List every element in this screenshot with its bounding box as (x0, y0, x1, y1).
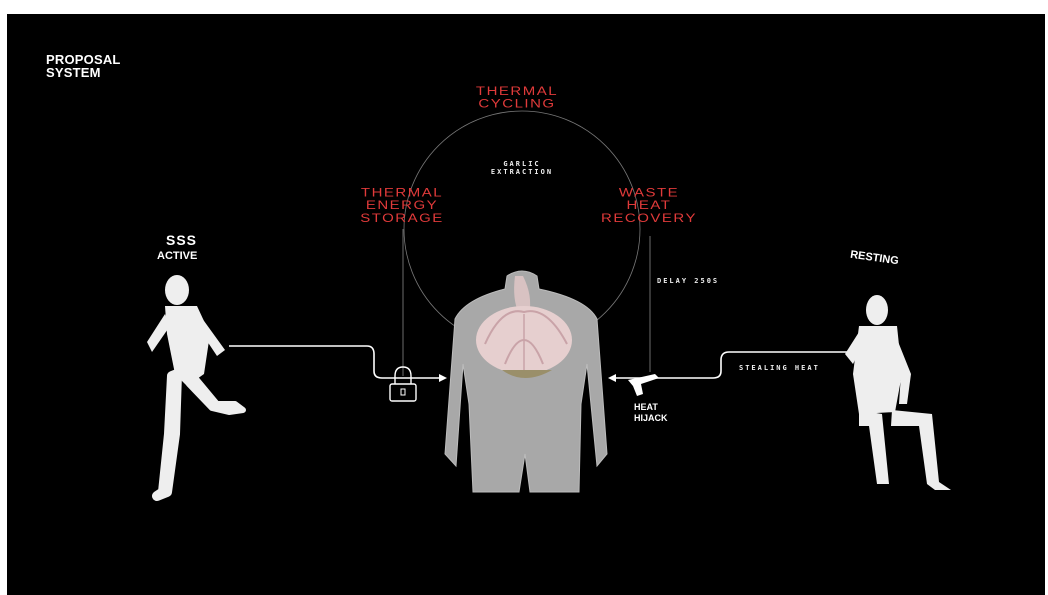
diagram-canvas: PROPOSAL SYSTEM (7, 14, 1045, 595)
recovery-line-1: WASTE (569, 187, 729, 200)
recovery-line-2: HEAT (569, 200, 729, 213)
stealing-heat-label: STEALING HEAT (739, 364, 839, 372)
active-label: ACTIVE (157, 250, 197, 262)
thermal-cycling-label: THERMAL CYCLING (452, 85, 582, 111)
storage-line-2: ENERGY (327, 200, 477, 213)
resting-arrowhead (608, 374, 616, 382)
garlic-extraction-label: GARLIC EXTRACTION (482, 160, 562, 176)
heat-hijack-line-1: HEAT (634, 402, 668, 413)
recovery-line-3: RECOVERY (569, 212, 729, 225)
storage-line-3: STORAGE (327, 212, 477, 225)
thermal-cycling-line-1: THERMAL (452, 85, 582, 98)
heat-hijack-line-2: HIJACK (634, 413, 668, 424)
thermal-energy-storage-label: THERMAL ENERGY STORAGE (327, 187, 477, 225)
heat-hijack-label: HEAT HIJACK (634, 402, 668, 424)
delay-label: DELAY 250S (657, 277, 737, 285)
storage-line-1: THERMAL (327, 187, 477, 200)
running-figure (147, 275, 243, 496)
thermal-cycling-line-2: CYCLING (452, 98, 582, 111)
garlic-bulb (476, 276, 572, 378)
active-arrowhead (439, 374, 447, 382)
active-flow-arrow (229, 346, 440, 378)
seated-figure (845, 295, 951, 490)
waste-heat-recovery-label: WASTE HEAT RECOVERY (569, 187, 729, 225)
garlic-extraction-line-1: GARLIC (482, 160, 562, 168)
heat-waves-icon: SSS (166, 232, 197, 248)
garlic-extraction-line-2: EXTRACTION (482, 168, 562, 176)
